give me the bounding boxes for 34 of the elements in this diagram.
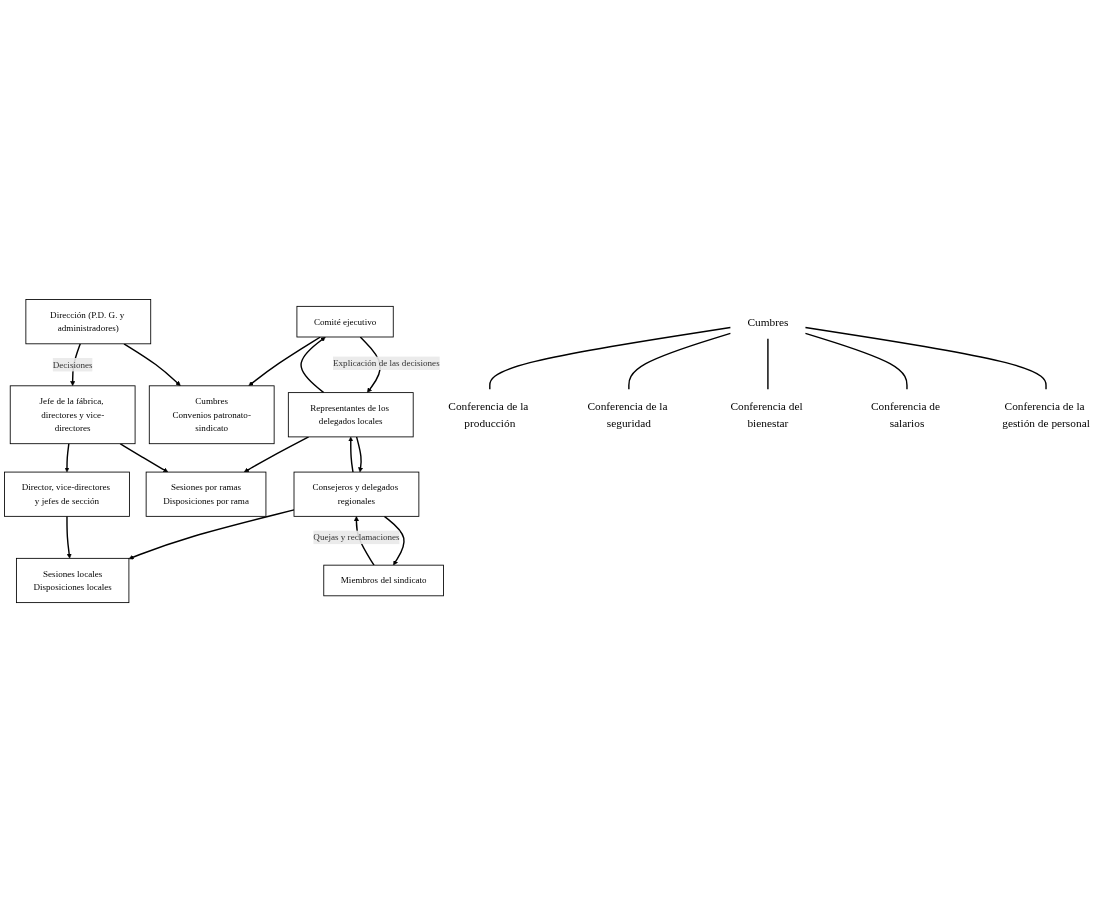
node-box: Miembros del sindicato: [323, 565, 444, 597]
node-box: Representantes de los delegados locales: [287, 392, 414, 438]
arrow: [66, 516, 72, 559]
node-text: Conferencia de la gestión de personal: [1002, 400, 1090, 430]
edge-label: Quejas y reclamaciones: [313, 532, 400, 543]
node-box: Sesiones por ramas Disposiciones por rama: [145, 472, 267, 518]
arrow: [123, 343, 181, 387]
arrow: [383, 516, 405, 566]
node-box: Comité ejecutivo: [296, 306, 394, 338]
arrow: [119, 443, 169, 473]
node-box: Dirección (P.D. G. y administradores): [25, 299, 152, 345]
connector: [628, 333, 732, 391]
arrow: [248, 336, 322, 387]
connector: [767, 338, 769, 391]
node-box: Consejeros y delegados regionales: [293, 472, 420, 518]
connector: [489, 327, 732, 391]
arrow: [355, 436, 364, 473]
node-box: Cumbres Convenios patronato-sindicato: [148, 385, 275, 445]
arrow: [348, 437, 354, 474]
arrow: [128, 509, 295, 560]
arrow: [64, 443, 70, 473]
node-box: Jefe de la fábrica, directores y vice-directores: [9, 385, 136, 445]
edge-label: Explicación de las decisiones: [333, 358, 440, 369]
connector: [804, 327, 1047, 391]
node-text: Conferencia de la producción: [448, 400, 529, 430]
node-text: Conferencia de la seguridad: [587, 400, 668, 430]
node-box: Director, vice-directores y jefes de sección: [4, 472, 130, 518]
connector: [804, 333, 908, 391]
arrow: [300, 337, 326, 394]
node-box: Sesiones locales Disposiciones locales: [16, 558, 130, 604]
edge-label: Decisiones: [52, 360, 93, 370]
node-text: Conferencia del bienestar: [730, 400, 803, 430]
node-text: Conferencia de salarios: [871, 400, 941, 430]
node-text: Cumbres: [747, 315, 789, 329]
